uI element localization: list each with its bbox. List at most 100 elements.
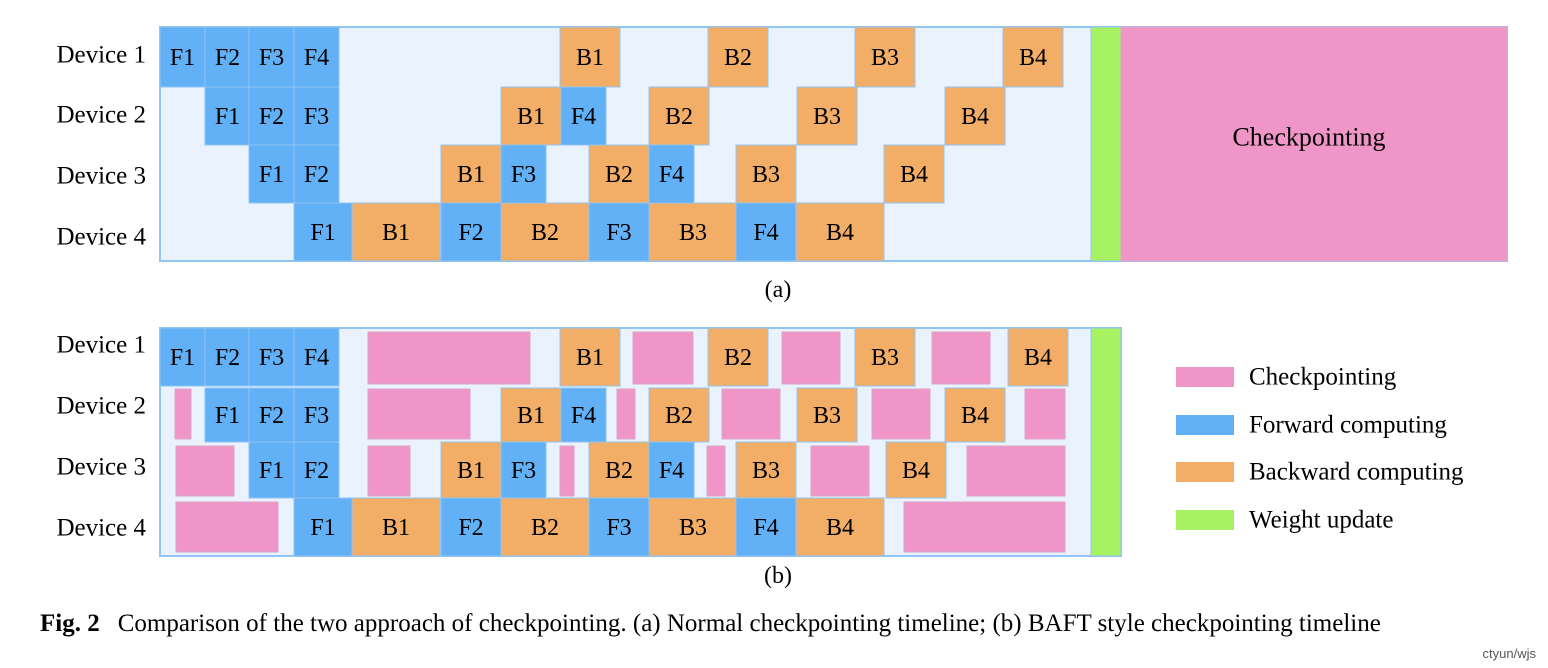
panel-a-block-backward	[648, 86, 710, 146]
panel-b-block-checkpointing	[367, 388, 471, 440]
panel-b-block-label: F4	[659, 458, 684, 484]
legend-label: Backward computing	[1249, 459, 1464, 486]
panel-b-device-label: Device 4	[56, 515, 146, 542]
panel-a-block-label: F3	[259, 45, 284, 71]
panel-b-block-backward	[500, 387, 562, 443]
panel-b-block-backward	[1007, 327, 1069, 387]
panel-a-block-forward	[248, 144, 295, 204]
panel-b-block-checkpointing	[721, 388, 781, 440]
panel-a-block-forward	[500, 144, 547, 204]
panel-b-block-backward	[854, 327, 916, 387]
panel-a-block-backward	[1002, 26, 1064, 88]
panel-a-block-label: B1	[576, 45, 604, 71]
legend-swatch-weight_update	[1176, 510, 1234, 530]
panel-b-block-checkpointing	[810, 445, 870, 497]
panel-a-block-label: B2	[724, 45, 752, 71]
panel-b-block-label: B3	[813, 403, 841, 429]
panel-a-block-label: B3	[679, 220, 707, 246]
panel-b-block-label: F4	[571, 403, 596, 429]
panel-a-block-label: B1	[382, 220, 410, 246]
panel-b-block-checkpointing	[1024, 388, 1066, 440]
panel-b-block-label: F3	[511, 458, 536, 484]
panel-b-block-label: F1	[215, 403, 240, 429]
panel-b-block-forward	[293, 441, 340, 499]
panel-a-block-label: F3	[606, 220, 631, 246]
panel-b-device-label: Device 1	[56, 332, 146, 359]
panel-a-block-label: F1	[215, 104, 240, 130]
panel-b-block-label: F4	[753, 515, 778, 541]
panel-a-block-backward	[854, 26, 916, 88]
panel-b-block-checkpointing	[174, 388, 192, 440]
panel-b-block-label: B3	[752, 458, 780, 484]
panel-b-block-forward	[735, 497, 797, 557]
panel-b-block-backward	[648, 387, 710, 443]
panel-b-block-forward	[248, 327, 295, 387]
panel-a-block-backward	[707, 26, 769, 88]
panel-b-device-label: Device 2	[56, 393, 146, 420]
panel-b-block-label: B1	[517, 403, 545, 429]
panel-a-block-label: B1	[457, 162, 485, 188]
panel-a-block-checkpointing	[1120, 26, 1508, 262]
panel-a-block-backward	[735, 144, 797, 204]
panel-b-block-label: B2	[531, 515, 559, 541]
panel-a-block-label: B4	[900, 162, 928, 188]
panel-a-block-forward	[293, 144, 340, 204]
panel-a-block-weight_update	[1090, 26, 1122, 262]
panel-a-block-label: F3	[304, 104, 329, 130]
panel-a-block-label: B2	[531, 220, 559, 246]
panel-a-block-label: F4	[571, 104, 596, 130]
panel-a-block-backward	[883, 144, 945, 204]
panel-a-block-label: F2	[304, 162, 329, 188]
panel-a-device-label: Device 2	[56, 102, 146, 129]
panel-b-block-label: B3	[679, 515, 707, 541]
panel-b-block-forward	[159, 327, 206, 387]
panel-b-block-checkpointing	[966, 445, 1066, 497]
panel-b-block-checkpointing	[175, 501, 279, 553]
panel-b-block-backward	[707, 327, 769, 387]
panel-b-block-label: F1	[170, 345, 195, 371]
figure-caption-text: Comparison of the two approach of checkp…	[117, 610, 1381, 637]
panel-b-block-label: F1	[310, 515, 335, 541]
legend-swatch-backward	[1176, 462, 1234, 482]
panel-a-block-label: B3	[813, 104, 841, 130]
panel-b-block-label: B2	[665, 403, 693, 429]
panel-b-device-label: Device 3	[56, 454, 146, 481]
watermark: ctyun/wjs	[1482, 646, 1536, 661]
panel-b-block-label: B1	[382, 515, 410, 541]
panel-a-block-backward	[795, 202, 885, 262]
panel-b-block-checkpointing	[781, 331, 841, 385]
panel-a-block-label: F4	[304, 45, 329, 71]
panel-b-block-label: B4	[826, 515, 854, 541]
panel-a-block-label: F4	[753, 220, 778, 246]
panel-a-block-forward	[293, 26, 340, 88]
panel-b-block-backward	[588, 441, 650, 499]
legend-label: Checkpointing	[1249, 364, 1397, 391]
panel-b-block-forward	[440, 497, 502, 557]
panel-a-block-label: F1	[259, 162, 284, 188]
panel-a-block-label: F4	[659, 162, 684, 188]
panel-a-block-forward	[248, 86, 295, 146]
panel-a-block-backward	[351, 202, 441, 262]
panel-b-block-checkpointing	[632, 331, 694, 385]
panel-b-block-label: F2	[215, 345, 240, 371]
panel-a-block-label: B4	[826, 220, 854, 246]
panel-b-block-label: B2	[724, 345, 752, 371]
panel-b-block-forward	[248, 387, 295, 443]
panel-a-device-label: Device 1	[56, 42, 146, 69]
legend-swatch-checkpointing	[1176, 367, 1234, 387]
panel-a-device-label: Device 4	[56, 224, 146, 251]
panel-b-block-backward	[351, 497, 441, 557]
panel-b-block-label: F2	[458, 515, 483, 541]
legend-label: Forward computing	[1249, 412, 1447, 439]
panel-a-block-backward	[588, 144, 650, 204]
panel-a-block-backward	[796, 86, 858, 146]
panel-b-block-backward	[796, 387, 858, 443]
panel-b-block-backward	[885, 441, 947, 499]
panel-b-block-forward	[293, 327, 340, 387]
panel-b-block-backward	[795, 497, 885, 557]
panel-b-block-checkpointing	[559, 445, 575, 497]
panel-b-block-checkpointing	[367, 445, 411, 497]
panel-a-block-label: F2	[259, 104, 284, 130]
